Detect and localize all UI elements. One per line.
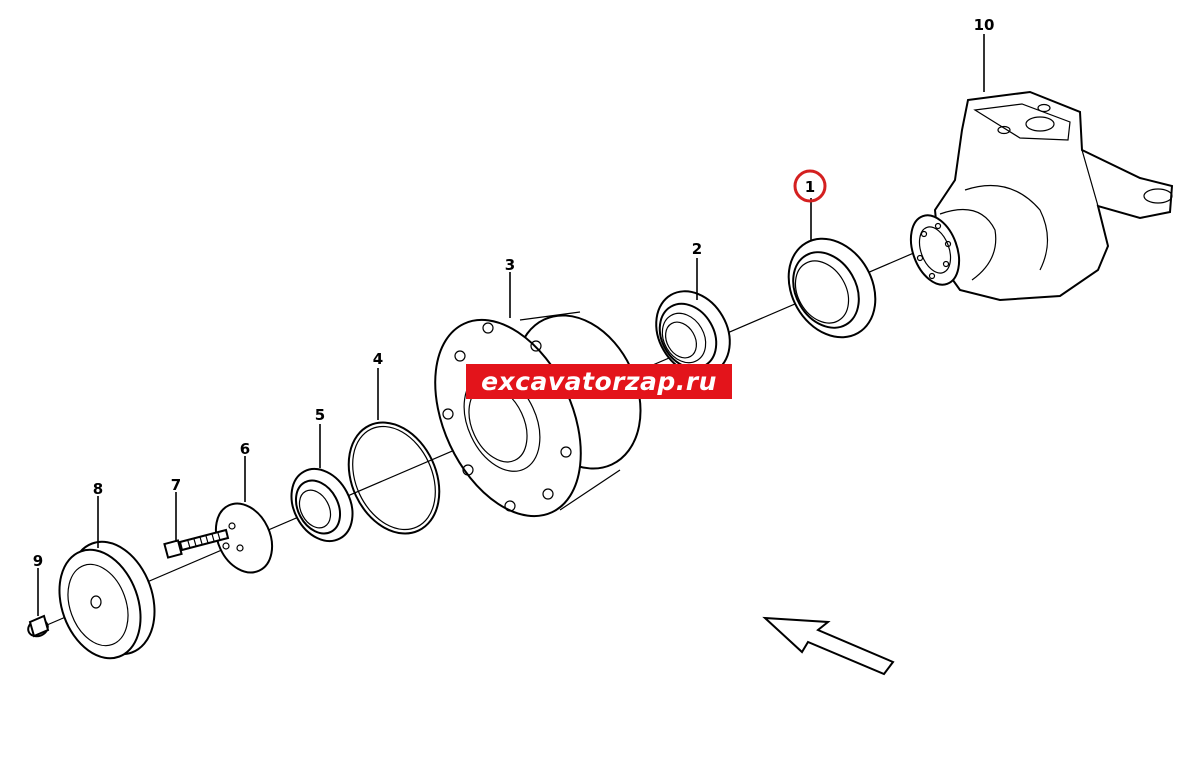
part-5-outer-bearing (290, 467, 354, 543)
callout-2: 2 (692, 240, 702, 258)
callout-3: 3 (505, 256, 515, 274)
callout-1: 1 (805, 178, 815, 196)
part-7-bolt (163, 528, 230, 559)
callout-10: 10 (974, 16, 995, 34)
callout-1-highlight-ring (793, 169, 827, 203)
callout-4: 4 (373, 350, 383, 368)
leader-lines (37, 34, 985, 616)
part-10-steering-knuckle (909, 90, 1174, 302)
watermark-banner: excavatorzap.ru (466, 364, 732, 399)
part-3-wheel-hub (434, 311, 642, 518)
assembly-direction-arrow-icon (762, 616, 895, 676)
part-4-o-ring (347, 421, 441, 535)
part-9-plug (27, 614, 50, 638)
callout-labels: 1 2 3 4 5 6 7 8 9 10 (33, 16, 995, 570)
part-8-hub-cap (58, 540, 156, 660)
callout-7: 7 (171, 476, 181, 494)
callout-5: 5 (315, 406, 325, 424)
part-1-seal-ring (787, 237, 877, 339)
callout-8: 8 (93, 480, 103, 498)
part-6-washer-plate (214, 502, 274, 574)
callout-9: 9 (33, 552, 43, 570)
callout-6: 6 (240, 440, 250, 458)
